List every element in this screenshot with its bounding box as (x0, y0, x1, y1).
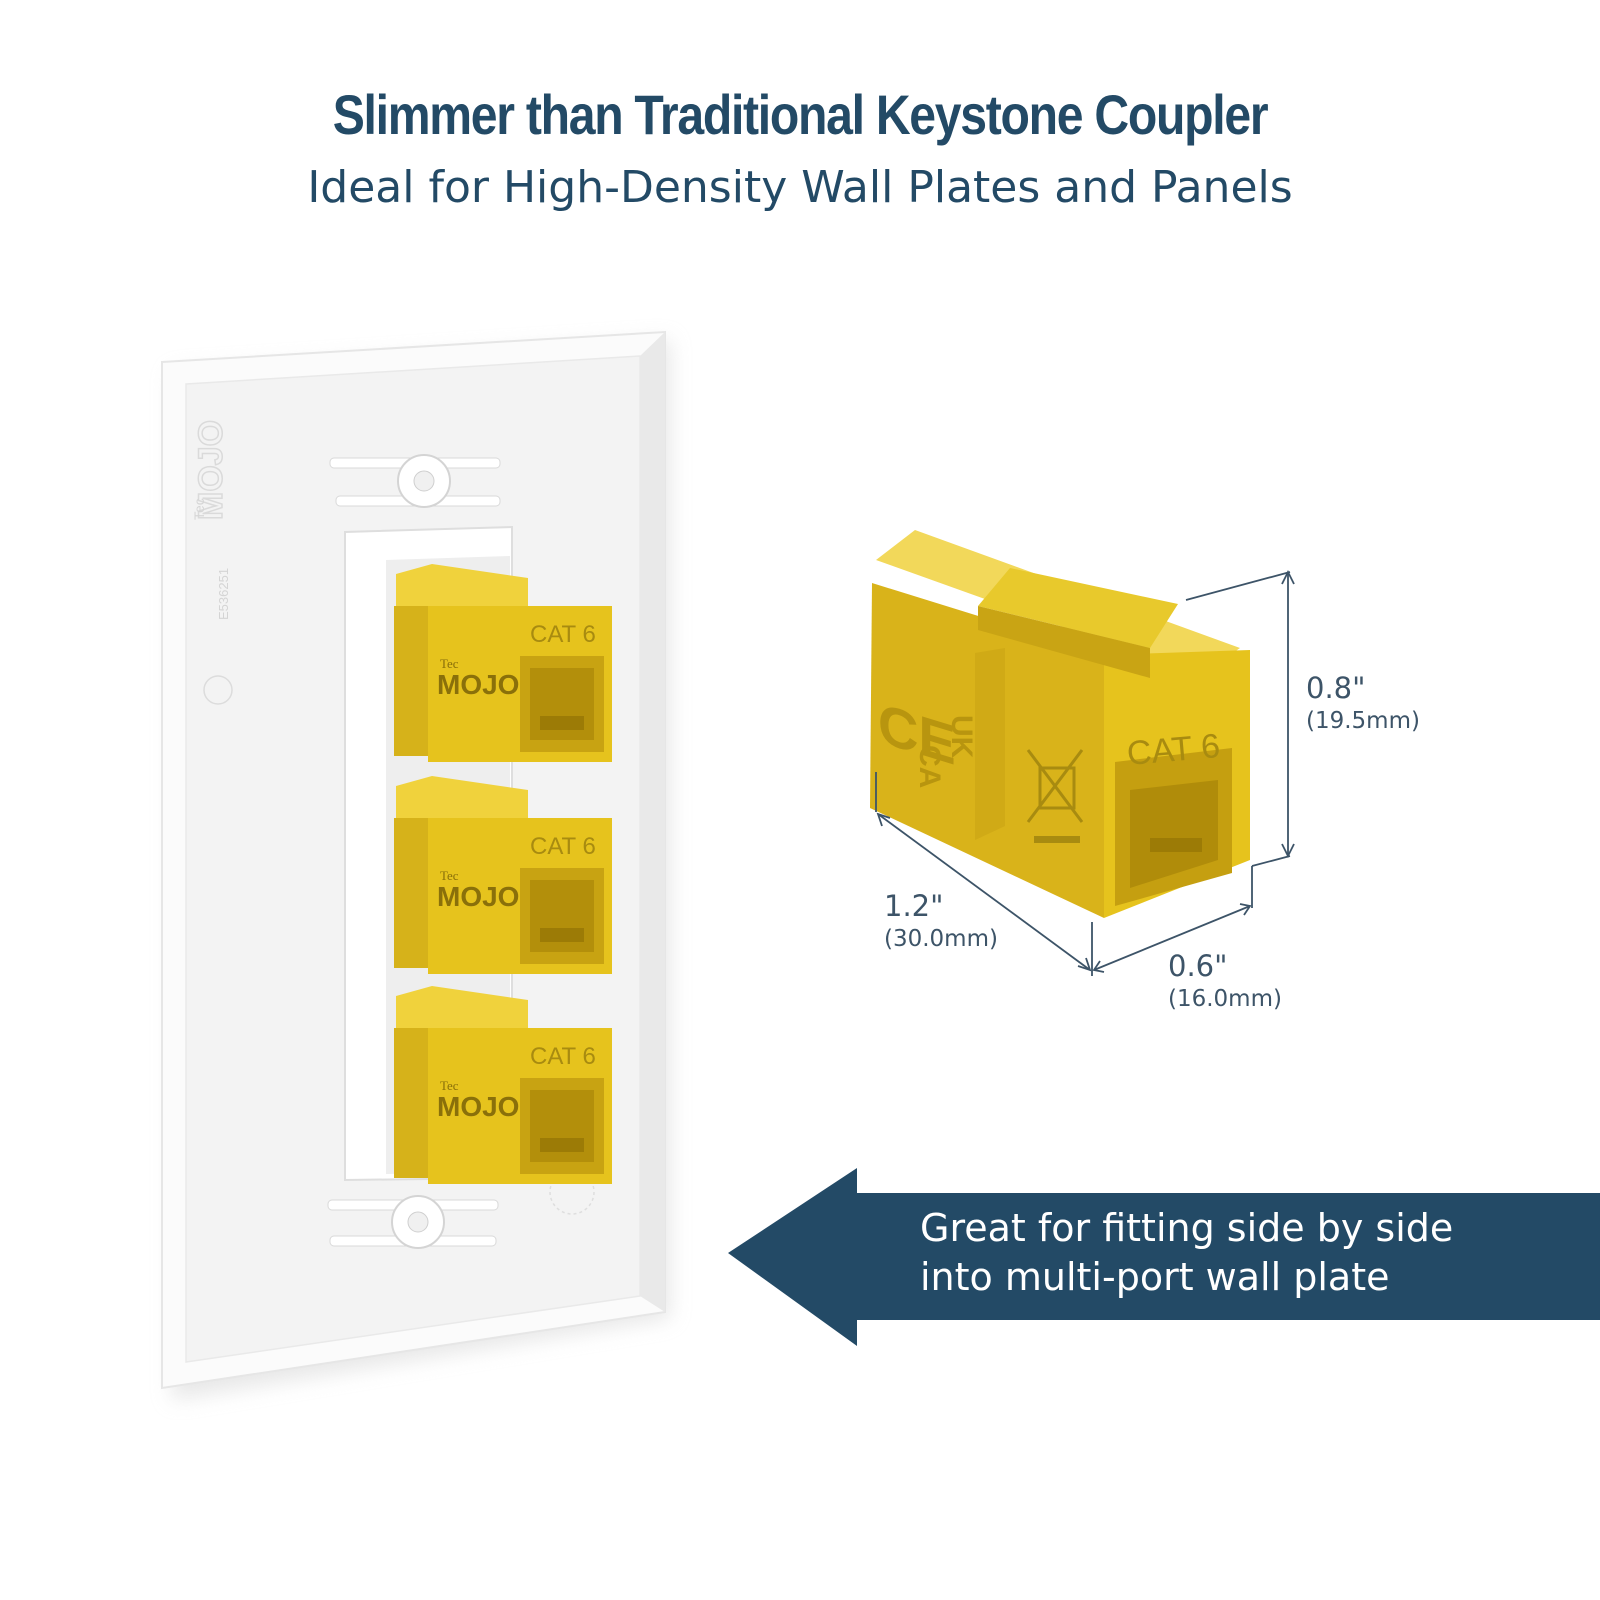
coupler-latch (978, 568, 1178, 648)
dimension-length-inches: 1.2" (884, 889, 944, 923)
dimension-length-mm: (30.0mm) (884, 926, 998, 952)
jack-cat6-label: CAT 6 (530, 833, 596, 860)
dimension-width-inches: 0.6" (1168, 949, 1228, 983)
dimension-height-inches: 0.8" (1306, 671, 1366, 705)
jack-brand-small: Tec (440, 868, 459, 883)
dimension-height: 0.8" (19.5mm) (1306, 674, 1420, 733)
callout-line-2: into multi-port wall plate (920, 1255, 1390, 1299)
plate-logo-small: Tec (191, 498, 207, 520)
dimension-width-mm: (16.0mm) (1168, 986, 1282, 1012)
page-subtitle: Ideal for High-Density Wall Plates and P… (307, 162, 1293, 213)
callout-arrow (728, 1168, 1600, 1346)
dimension-lines (875, 569, 1295, 976)
dimension-length: 1.2" (30.0mm) (884, 892, 998, 951)
top-screw-mount (329, 454, 501, 508)
jack-part (394, 606, 432, 756)
page-title: Slimmer than Traditional Keystone Couple… (332, 83, 1269, 146)
jack-cat6-label: CAT 6 (530, 621, 596, 648)
coupler-cat6-label: CAT 6 (1125, 727, 1221, 773)
keystone-coupler: CE UK CA CAT 6 (870, 530, 1250, 918)
dimension-height-mm: (19.5mm) (1306, 708, 1420, 734)
callout-text: Great for fitting side by side into mult… (920, 1204, 1580, 1302)
jack-part (394, 818, 432, 968)
weee-bin-icon (1026, 749, 1084, 843)
coupler-mark-uk: UK (945, 715, 978, 759)
jack-part (394, 1028, 432, 1178)
coupler-mark-ca: CA (913, 745, 946, 788)
svg-text:MOJO: MOJO (192, 420, 230, 520)
bottom-screw-mount (327, 1195, 499, 1249)
svg-text:E536251: E536251 (216, 568, 231, 620)
plate-logo: MOJO (191, 419, 231, 521)
ul-mark (203, 675, 233, 705)
jack-part (540, 716, 584, 730)
jack-brand: MOJO (437, 1091, 519, 1122)
jack-cat6-label: CAT 6 (530, 1043, 596, 1070)
jack-brand-small: Tec (440, 656, 459, 671)
jack-part (540, 928, 584, 942)
plate-cert: E536251 (216, 568, 231, 620)
jack-part (540, 1138, 584, 1152)
jack-brand-small: Tec (440, 1078, 459, 1093)
callout-line-1: Great for fitting side by side (920, 1206, 1454, 1250)
dimension-width: 0.6" (16.0mm) (1168, 952, 1282, 1011)
jack-brand: MOJO (437, 881, 519, 912)
jack-brand: MOJO (437, 669, 519, 700)
svg-text:Tec: Tec (191, 498, 207, 520)
